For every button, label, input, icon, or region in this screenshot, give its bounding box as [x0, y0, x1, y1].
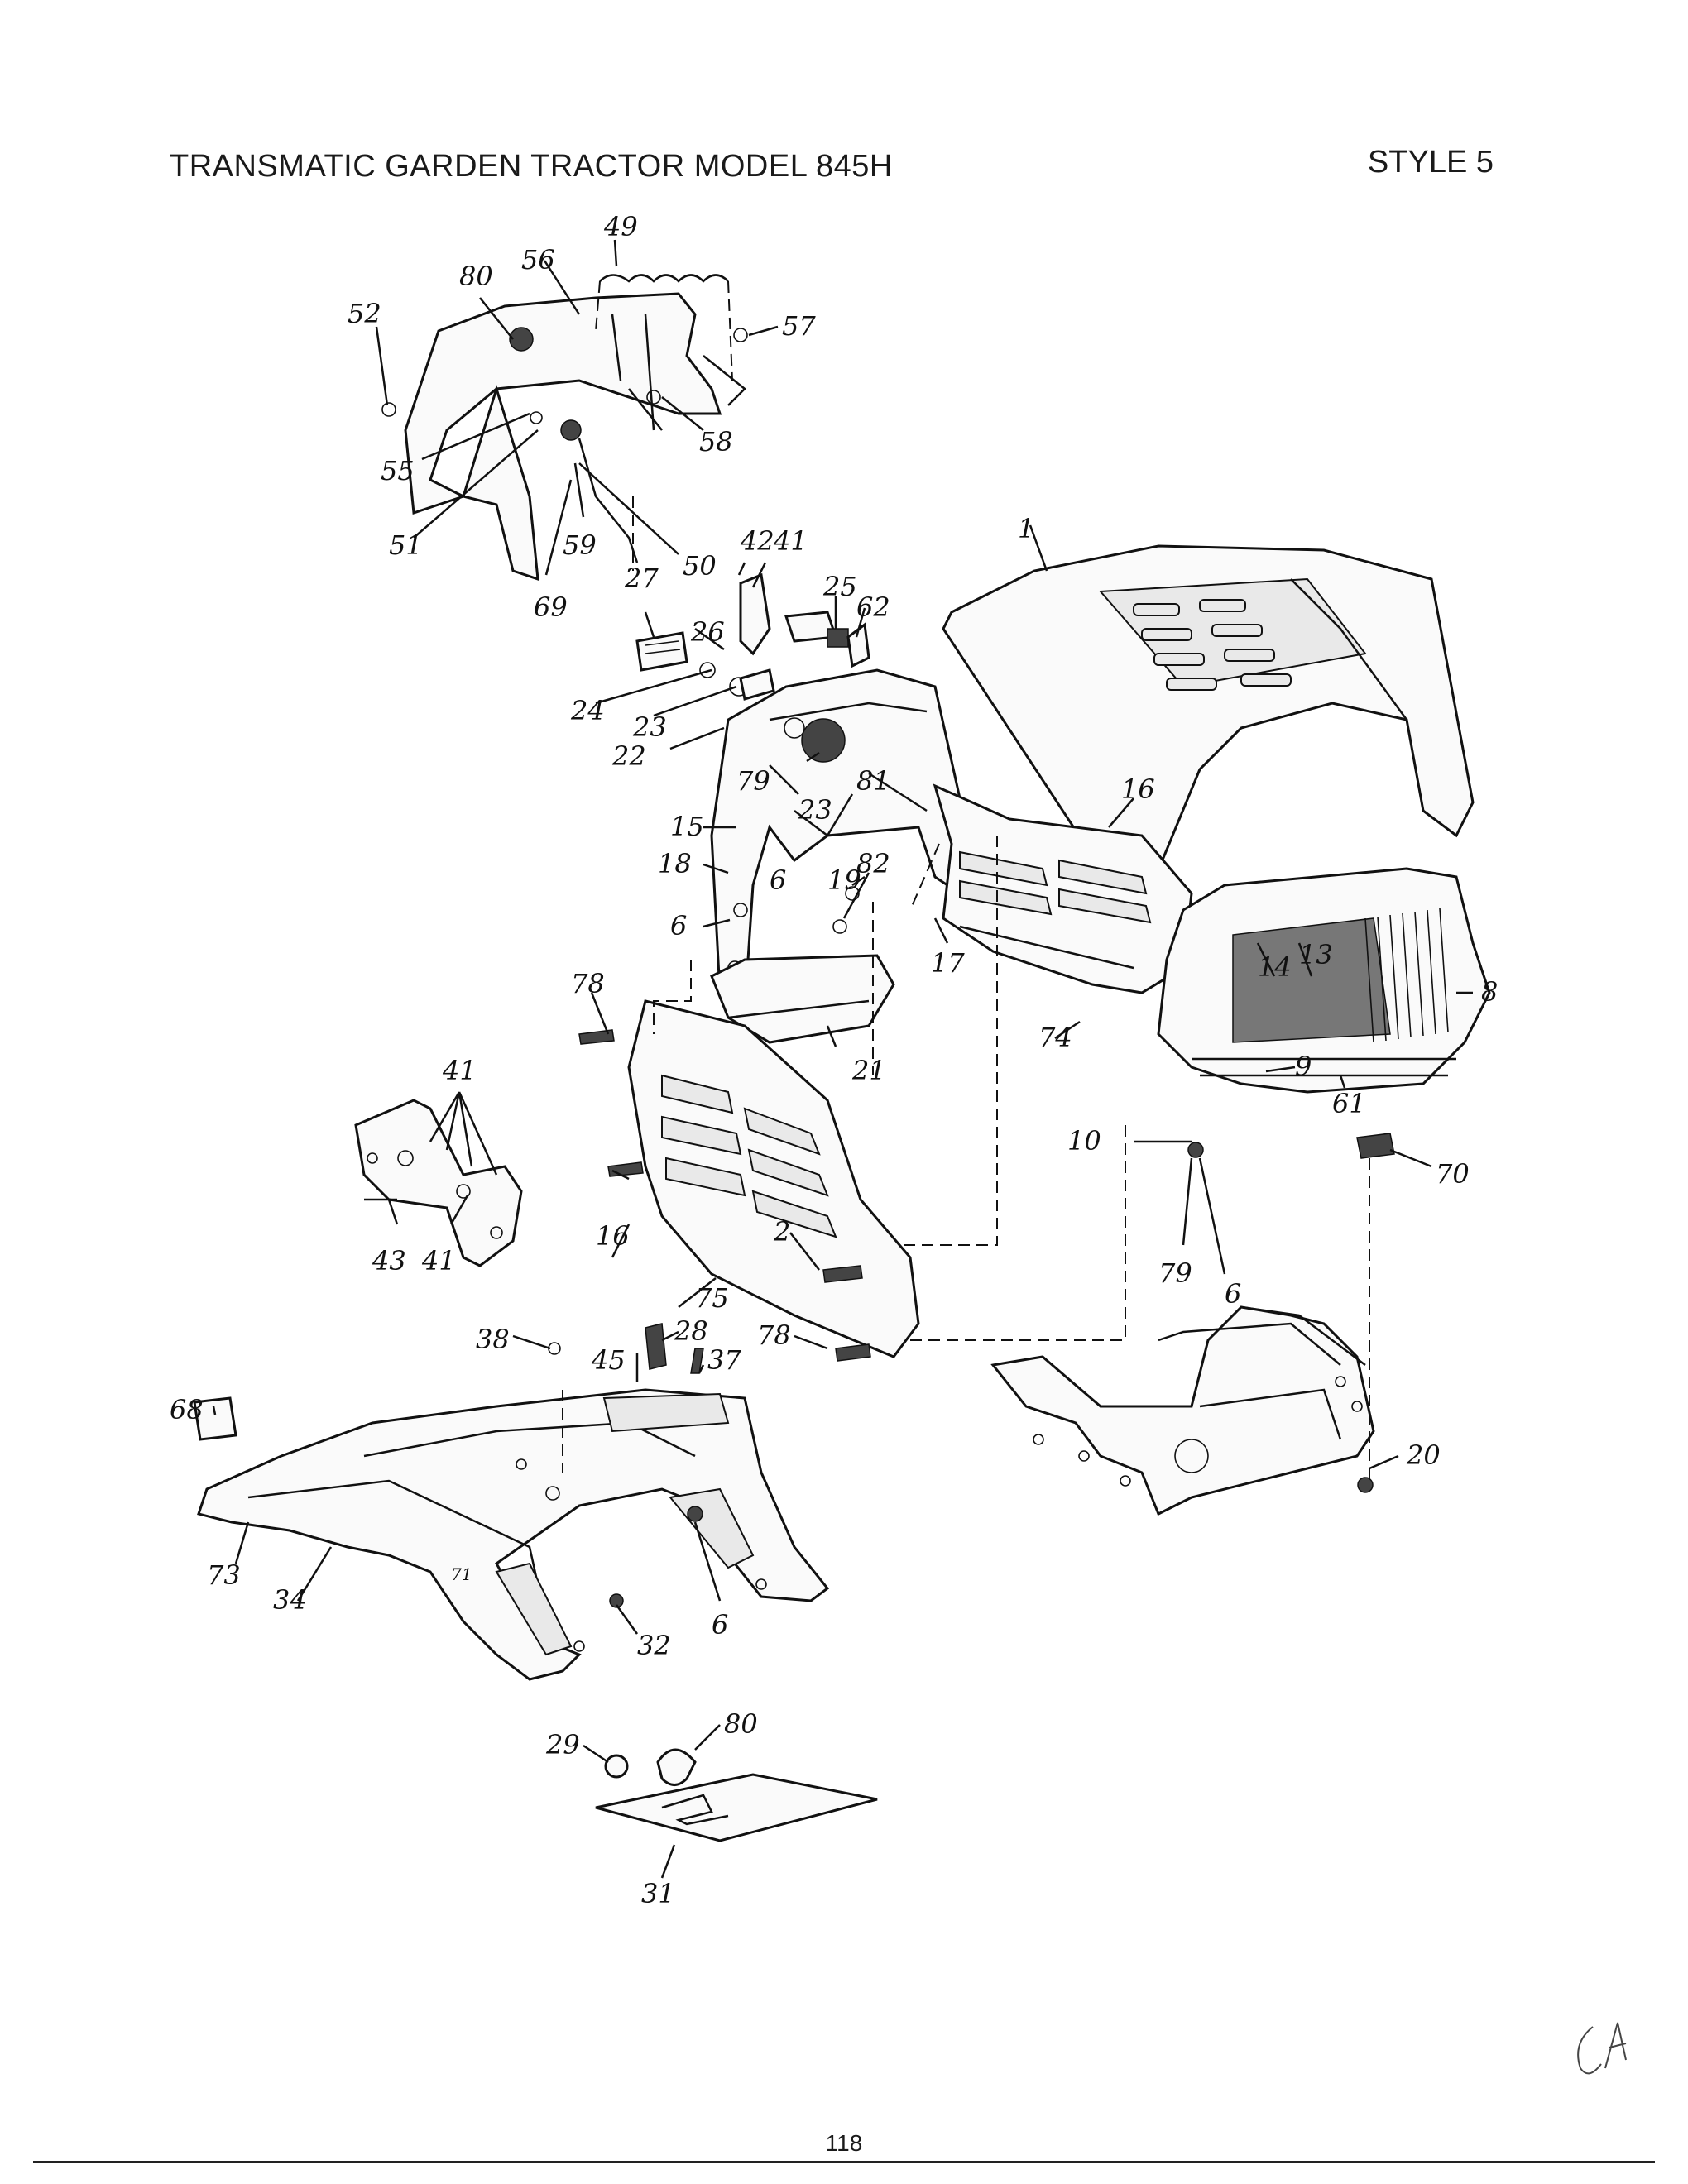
- callout-51: 51: [389, 529, 423, 561]
- callout-61: 61: [1332, 1088, 1366, 1119]
- callout-34: 34: [273, 1584, 307, 1616]
- callout-41: 41: [773, 525, 808, 557]
- callout-73: 73: [207, 1559, 241, 1591]
- callout-38: 38: [476, 1324, 510, 1355]
- callout-9: 9: [1295, 1051, 1312, 1082]
- callout-25: 25: [822, 571, 857, 602]
- style-label: STYLE 5: [1367, 145, 1494, 180]
- callout-17: 17: [931, 947, 965, 979]
- callout-28: 28: [674, 1315, 708, 1347]
- callout-50: 50: [683, 550, 717, 582]
- frame-part: [990, 1305, 1375, 1516]
- callout-27: 27: [624, 563, 659, 594]
- callout-78-lower: 78: [757, 1320, 791, 1351]
- callout-21: 21: [851, 1055, 886, 1086]
- callout-59: 59: [563, 529, 597, 561]
- callout-19: 19: [827, 864, 861, 896]
- callout-6-lower: 6: [670, 910, 687, 941]
- switch-parts: [635, 572, 870, 701]
- footer-rule: [33, 2161, 1655, 2163]
- callout-79-upper: 79: [736, 765, 770, 797]
- callout-24: 24: [570, 695, 605, 726]
- dashboard-console-part: [381, 274, 748, 582]
- callout-56: 56: [521, 244, 555, 275]
- callout-74: 74: [1038, 1022, 1072, 1053]
- callout-41-group: 41: [442, 1055, 477, 1086]
- callout-2: 2: [773, 1216, 790, 1248]
- callout-52: 52: [348, 298, 381, 329]
- callout-16-lower: 16: [596, 1220, 630, 1252]
- callout-26: 26: [690, 616, 725, 648]
- fender-part: [193, 1323, 830, 1681]
- callout-43: 43: [372, 1245, 406, 1276]
- callout-57: 57: [782, 310, 816, 342]
- callout-10: 10: [1067, 1125, 1101, 1157]
- connection-lines: [562, 836, 1370, 1481]
- handwritten-initials-mark: [1577, 2022, 1627, 2075]
- callout-81: 81: [856, 765, 890, 797]
- callout-62: 62: [856, 592, 890, 623]
- callout-80: 80: [459, 261, 493, 292]
- callout-68: 68: [170, 1394, 204, 1425]
- callout-80-knob: 80: [724, 1708, 758, 1740]
- callout-labels: 49 56 80 52 57 55 58 59 51 50 69 42 41 2…: [170, 211, 1498, 1909]
- callout-1: 1: [1018, 513, 1034, 544]
- callout-49: 49: [603, 211, 638, 242]
- callout-14: 14: [1258, 951, 1292, 983]
- callout-23: 23: [632, 711, 667, 743]
- front-panel-part: [578, 999, 920, 1362]
- callout-31: 31: [641, 1878, 675, 1909]
- callout-23-lower: 23: [798, 794, 832, 826]
- callout-69: 69: [534, 592, 568, 623]
- callout-78-upper: 78: [571, 968, 605, 999]
- callout-45: 45: [591, 1344, 626, 1376]
- callout-75: 75: [695, 1282, 729, 1314]
- callout-71: 71: [451, 1564, 472, 1584]
- callout-6-right: 6: [1225, 1278, 1241, 1310]
- callout-55: 55: [381, 455, 415, 486]
- callout-32: 32: [637, 1630, 671, 1661]
- side-panel-part: [933, 783, 1193, 994]
- callout-29: 29: [545, 1729, 580, 1760]
- callout-6-dash: 6: [770, 864, 786, 896]
- callout-70: 70: [1436, 1158, 1470, 1190]
- callout-6-fender: 6: [712, 1609, 728, 1640]
- callout-41-lower: 41: [421, 1245, 456, 1276]
- callout-8: 8: [1481, 976, 1498, 1008]
- callout-18: 18: [658, 848, 692, 879]
- hood-part: [942, 544, 1475, 912]
- callout-20: 20: [1406, 1439, 1441, 1471]
- page-title: TRANSMATIC GARDEN TRACTOR MODEL 845H: [170, 149, 893, 184]
- callout-58: 58: [699, 426, 733, 457]
- callout-42: 42: [740, 525, 774, 557]
- grille-nose-part: [1157, 867, 1491, 1159]
- callout-37: 37: [707, 1344, 741, 1376]
- page-number: 118: [825, 2130, 863, 2156]
- callout-79-lower: 79: [1158, 1257, 1192, 1289]
- lower-bracket-part: [710, 886, 895, 1044]
- callout-15: 15: [670, 811, 704, 842]
- callout-13: 13: [1299, 939, 1333, 970]
- leader-lines: [212, 239, 1473, 1879]
- callout-16-upper: 16: [1121, 774, 1155, 805]
- knob-and-plate-parts: [595, 1748, 878, 1842]
- bracket-assembly-part: [354, 1099, 523, 1267]
- callout-82: 82: [856, 848, 890, 879]
- callout-22: 22: [611, 740, 646, 772]
